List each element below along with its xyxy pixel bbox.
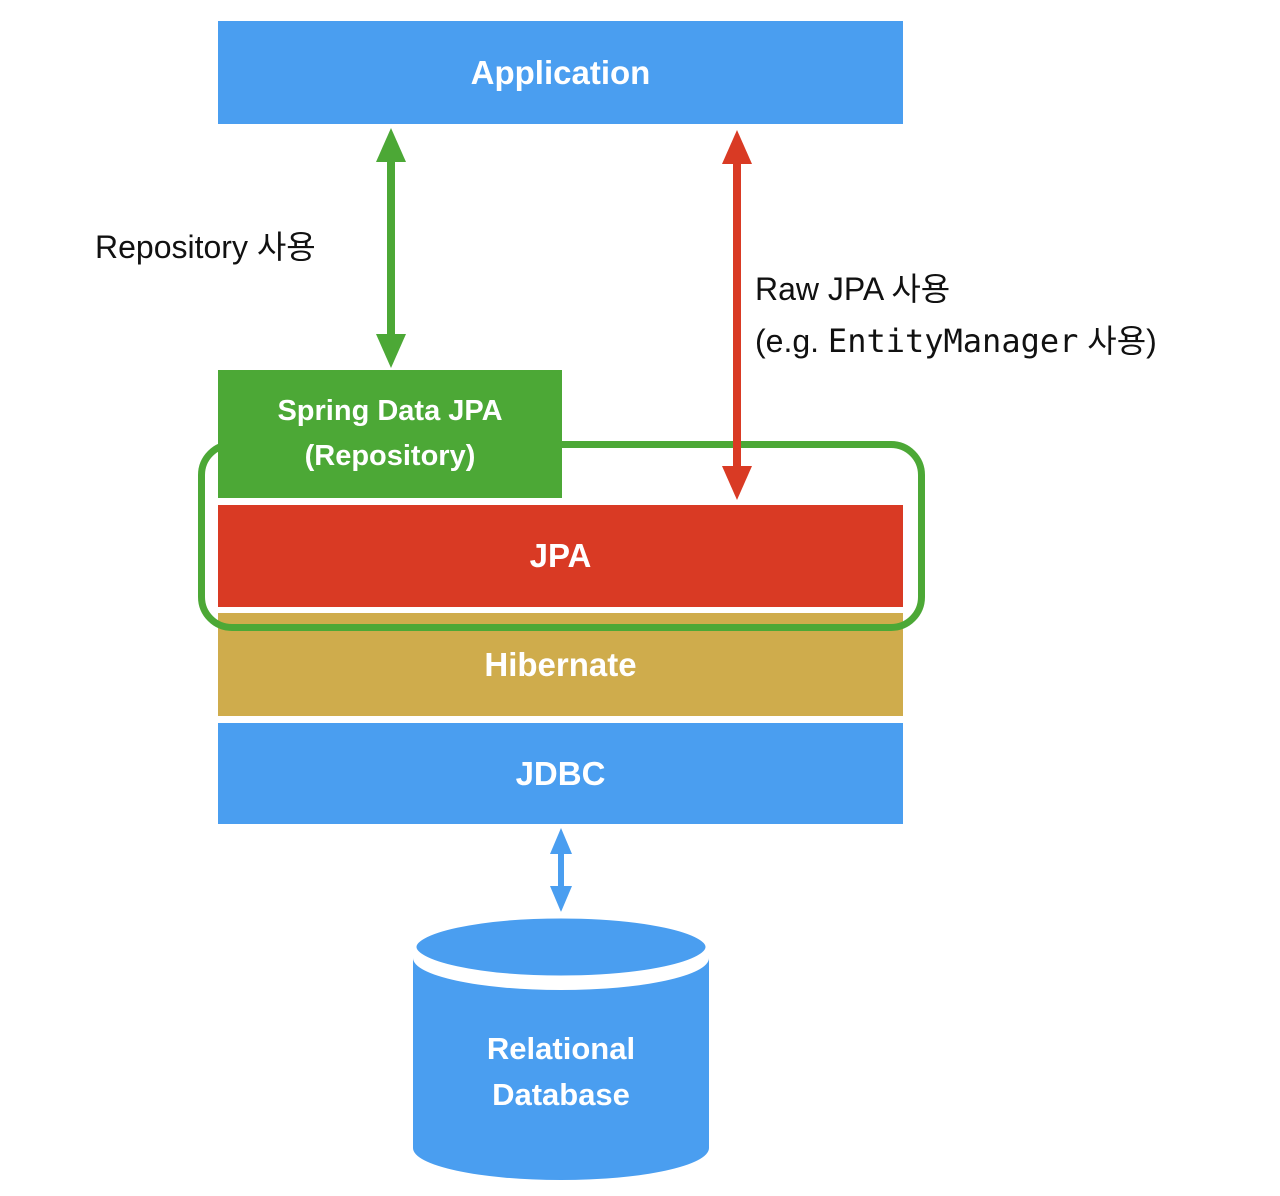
spring-data-jpa-label-line1: Spring Data JPA (277, 395, 503, 428)
repository-arrow-head-top (376, 128, 406, 162)
database-label: Relational Database (411, 1026, 711, 1118)
hibernate-label: Hibernate (484, 645, 637, 683)
jdbc-database-arrow-head-bottom (550, 886, 572, 912)
database-label-line2: Database (492, 1076, 630, 1112)
raw-jpa-arrow-head-top (722, 130, 752, 164)
jdbc-label: JDBC (515, 754, 606, 792)
spring-data-jpa-box: Spring Data JPA (Repository) (218, 370, 562, 498)
raw-jpa-usage-line2: (e.g. EntityManager 사용) (755, 316, 1157, 368)
database-label-line1: Relational (486, 1031, 636, 1066)
jdbc-database-arrow (550, 828, 572, 912)
raw-jpa-usage-line2-suffix: 사용) (1078, 322, 1157, 359)
jdbc-box: JDBC (218, 723, 903, 824)
application-label: Application (470, 53, 651, 91)
repository-arrow-head-bottom (376, 334, 406, 368)
raw-jpa-usage-line1: Raw JPA 사용 (755, 271, 951, 307)
raw-jpa-usage-line2-prefix: (e.g. (755, 322, 828, 359)
repository-usage-label: Repository 사용 (95, 229, 316, 265)
repository-arrow (376, 128, 406, 368)
database-cylinder-top (409, 911, 713, 983)
jpa-label: JPA (529, 537, 592, 575)
application-box: Application (218, 21, 903, 124)
jdbc-database-arrow-head-top (550, 828, 572, 854)
raw-jpa-usage-label: Raw JPA 사용 (e.g. EntityManager 사용) (755, 264, 1157, 368)
spring-data-jpa-label-line2: (Repository) (304, 440, 476, 472)
jpa-box: JPA (218, 505, 903, 607)
entitymanager-code-text: EntityManager (827, 321, 1079, 360)
